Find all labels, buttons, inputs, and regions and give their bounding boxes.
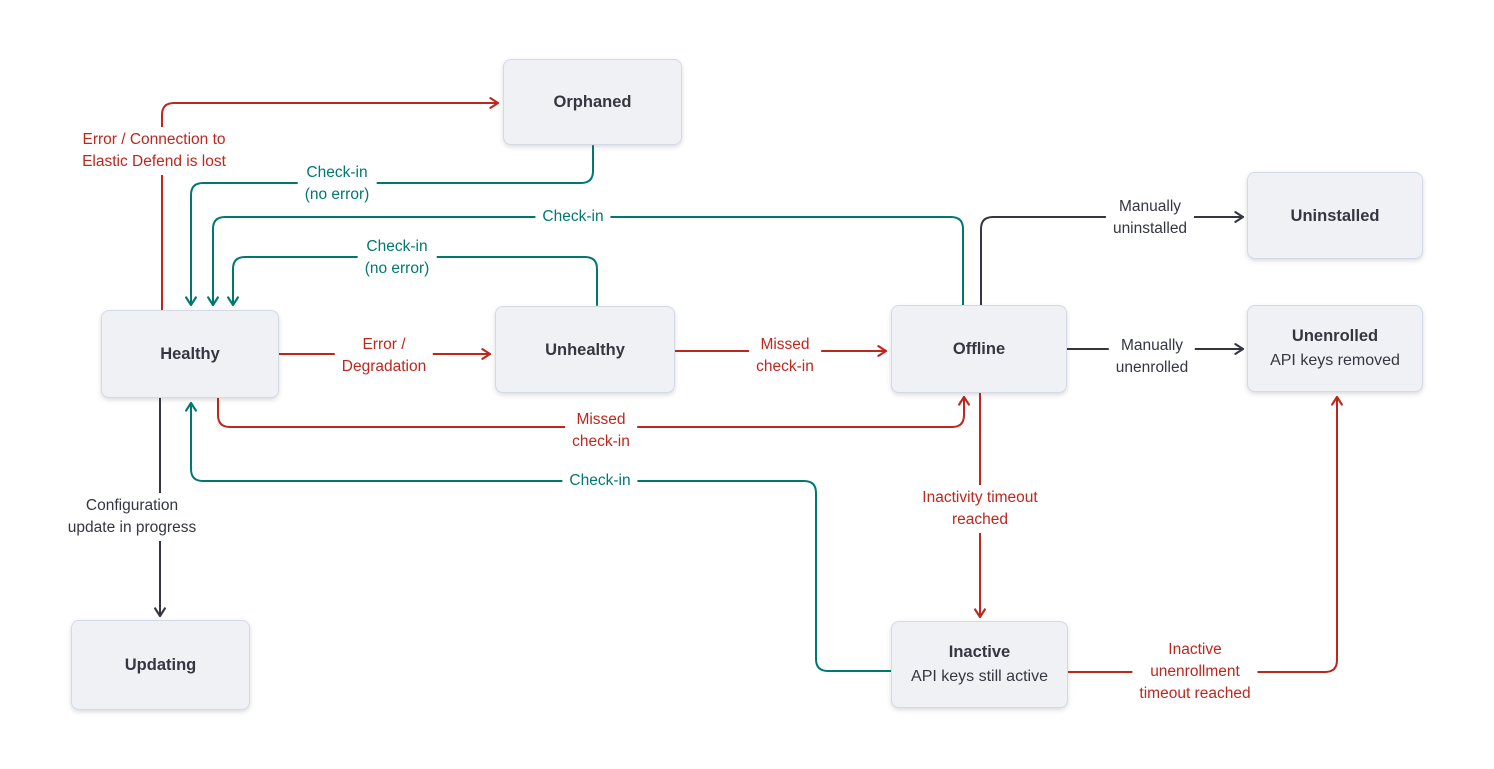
state-subtitle: API keys removed <box>1270 352 1400 369</box>
state-node-unhealthy: Unhealthy <box>495 306 675 393</box>
edge-label-unhealthy-to-offline: Missed check-in <box>749 332 821 380</box>
edge-label-offline-to-healthy: Check-in <box>535 204 611 230</box>
state-title: Uninstalled <box>1290 206 1380 225</box>
state-title: Offline <box>952 340 1006 358</box>
edge-offline-to-uninstalled <box>980 211 1245 306</box>
edge-label-healthy-to-updating: Configuration update in progress <box>60 493 204 541</box>
state-node-inactive: Inactive API keys still active <box>891 621 1068 708</box>
edge-label-offline-to-unenrolled: Manually unenrolled <box>1108 333 1196 381</box>
edge-label-inactive-to-healthy: Check-in <box>562 468 638 494</box>
state-node-updating: Updating <box>71 620 250 710</box>
state-node-unenrolled: Unenrolled API keys removed <box>1247 305 1423 392</box>
state-node-offline: Offline <box>891 305 1067 393</box>
edge-healthy-to-orphaned <box>161 97 500 311</box>
edge-label-orphaned-to-healthy: Check-in (no error) <box>297 160 377 208</box>
state-title: Unhealthy <box>545 340 625 359</box>
edge-label-unhealthy-to-healthy: Check-in (no error) <box>357 234 437 282</box>
state-title: Orphaned <box>553 93 632 111</box>
state-node-orphaned: Orphaned <box>503 59 682 145</box>
edge-orphaned-to-healthy <box>185 145 594 307</box>
state-node-healthy: Healthy <box>101 310 279 398</box>
edge-label-inactive-to-unenrolled: Inactive unenrollment timeout reached <box>1132 637 1258 707</box>
edge-inactive-to-healthy <box>185 401 892 672</box>
edge-label-healthy-to-offline: Missed check-in <box>565 407 637 455</box>
state-title: Unenrolled <box>1291 327 1379 345</box>
edge-label-healthy-to-orphaned: Error / Connection to Elastic Defend is … <box>75 127 233 175</box>
edge-label-offline-to-uninstalled: Manually uninstalled <box>1105 194 1195 242</box>
state-title: Inactive <box>948 643 1011 661</box>
edge-label-healthy-to-unhealthy: Error / Degradation <box>334 332 434 380</box>
edge-offline-to-healthy <box>207 216 964 307</box>
state-title: Updating <box>124 656 197 674</box>
edge-inactive-to-unenrolled <box>1067 395 1343 673</box>
state-node-uninstalled: Uninstalled <box>1247 172 1423 259</box>
state-subtitle: API keys still active <box>911 668 1048 685</box>
edge-label-offline-to-inactive: Inactivity timeout reached <box>915 485 1045 533</box>
state-title: Healthy <box>160 345 220 363</box>
